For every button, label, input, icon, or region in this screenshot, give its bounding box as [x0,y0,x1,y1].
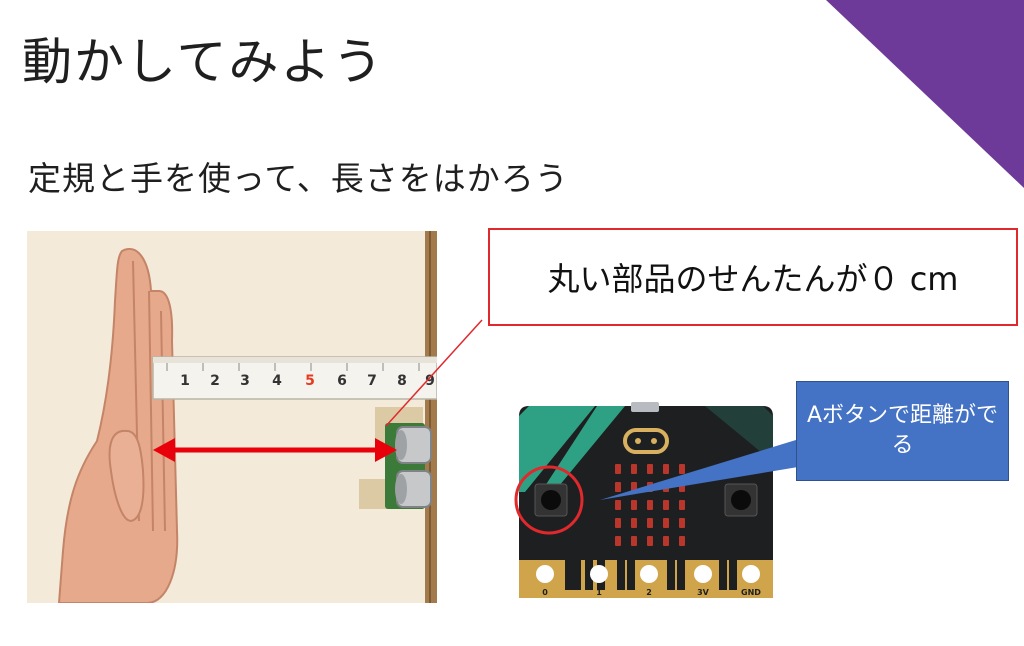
button-a-icon [534,483,568,517]
page-title: 動かしてみよう [22,33,385,91]
microbit-board: 0 1 2 3V GND [519,402,773,598]
pin-label: 3V [697,588,710,597]
button-a-highlight [514,465,584,535]
pin-label: 2 [646,588,652,597]
ruler-number: 4 [272,373,282,389]
ruler-number: 9 [425,373,435,389]
pin-label: GND [741,588,761,597]
measuring-illustration: 1 2 3 4 5 6 7 8 9 [27,231,437,603]
ruler-number-highlight: 5 [305,373,315,389]
ruler-number: 1 [180,373,190,389]
ultrasonic-sensor [359,407,432,509]
sensor-callout: 丸い部品のせんたんが０ cm [488,228,1018,326]
ruler-number: 2 [210,373,220,389]
hand-icon [57,248,179,603]
button-callout: Aボタンで距離がでる [796,381,1009,481]
tape-ruler: 1 2 3 4 5 6 7 8 9 [152,356,437,400]
ruler-number: 7 [367,373,377,389]
page-subtitle: 定規と手を使って、長さをはかろう [28,159,569,198]
ruler-number: 8 [397,373,407,389]
pin-label: 1 [596,588,602,597]
button-b-icon [724,483,758,517]
ruler-number: 3 [240,373,250,389]
ruler-number: 6 [337,373,347,389]
pin-label: 0 [542,588,548,597]
distance-arrow [153,438,397,462]
